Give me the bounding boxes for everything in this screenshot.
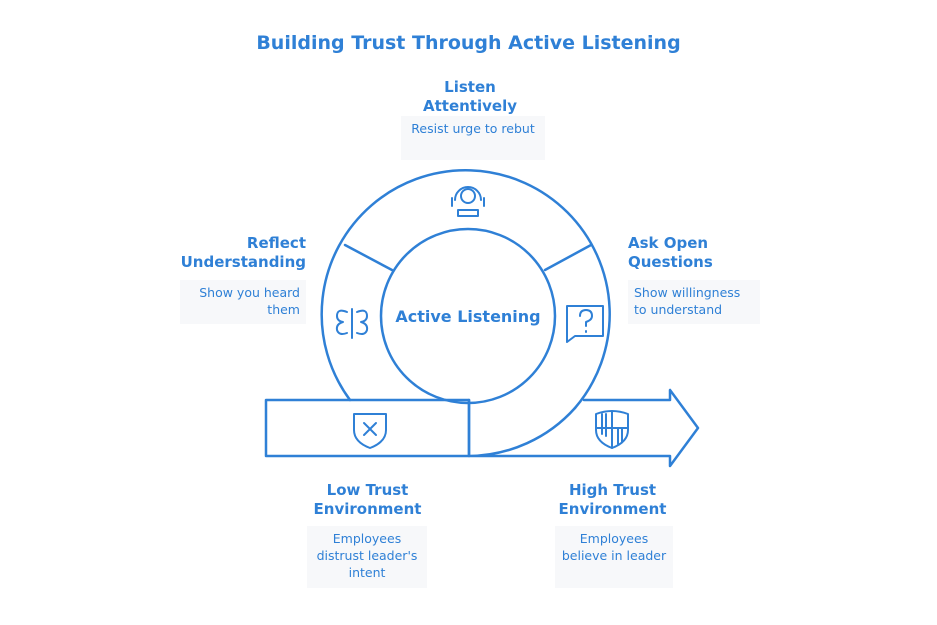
high-trust-arrow <box>467 388 700 468</box>
shield-grid-icon <box>595 410 629 449</box>
ring-divider-right <box>543 243 593 272</box>
stage-title-high-trust: High Trust Environment <box>558 481 667 518</box>
stage-desc-reflect: Show you heard them <box>180 280 306 324</box>
stage-title-listen: Listen Attentively <box>423 78 517 115</box>
headset-icon <box>451 186 485 217</box>
ring-divider-left <box>343 243 394 272</box>
question-bubble-icon <box>566 305 604 343</box>
center-label: Active Listening <box>395 307 541 326</box>
stage-desc-ask: Show willingness to understand <box>628 280 760 324</box>
stage-title-reflect: Reflect Understanding <box>180 234 306 271</box>
stage-title-low-trust: Low Trust Environment <box>313 481 422 518</box>
stage-desc-high-trust: Employees believe in leader <box>555 526 673 588</box>
mirror-icon <box>335 308 369 339</box>
shield-x-icon <box>353 413 387 449</box>
stage-title-ask: Ask Open Questions <box>628 234 713 271</box>
stage-desc-listen: Resist urge to rebut <box>401 116 545 160</box>
outer-ring <box>320 169 611 410</box>
diagram-title: Building Trust Through Active Listening <box>256 32 681 54</box>
stage-desc-low-trust: Employees distrust leader's intent <box>307 526 427 588</box>
